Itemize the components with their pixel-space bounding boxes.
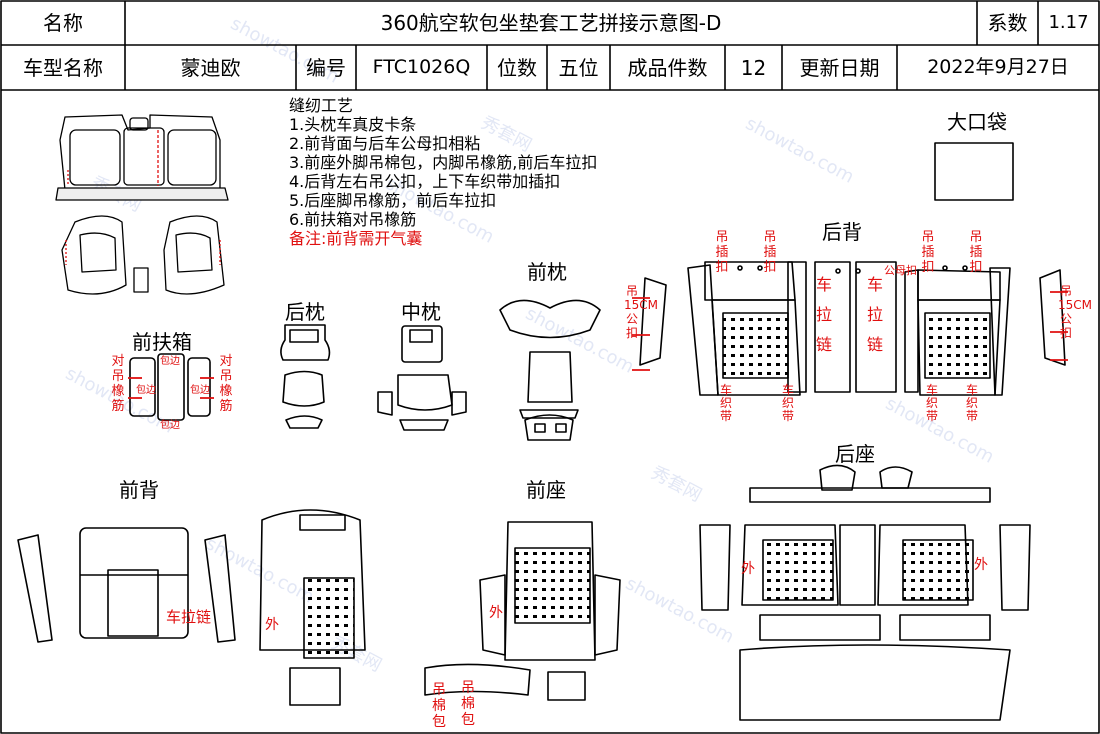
- rear-pillow-pieces: [280, 324, 331, 429]
- label-edge-wrap: 包边: [160, 356, 180, 367]
- label-hang-15cm-right: 吊15CM公扣: [1058, 284, 1093, 340]
- section-front-back: 前背: [119, 478, 159, 502]
- section-front-armrest: 前扶箱: [132, 330, 192, 354]
- label-hang-elastic-right: 对吊橡筋: [219, 354, 233, 414]
- section-front-seat: 前座: [526, 478, 566, 502]
- coef-label: 系数: [987, 11, 1028, 35]
- label-zipper: 车拉链: [866, 275, 883, 354]
- label-zipper: 车拉链: [815, 275, 832, 354]
- pieces-value: 12: [740, 55, 767, 80]
- big-pocket-shape: [934, 142, 1014, 201]
- model-label: 车型名称: [23, 55, 103, 80]
- sewing-notes: 缝纫工艺 1.头枕车真皮卡条 2.前背面与后车公母扣相粘 3.前座外脚吊棉包，内…: [289, 96, 597, 248]
- note-item: 6.前扶箱对吊橡筋: [289, 210, 417, 229]
- hook-arrows: [128, 291, 1068, 399]
- rear-back-pieces: [639, 261, 1066, 396]
- note-item: 4.后背左右吊公扣，上下车织带加插扣: [289, 172, 561, 191]
- model-value: 蒙迪欧: [180, 55, 241, 80]
- label-edge-wrap: 包边: [160, 420, 180, 431]
- label-male-buckle: 公母扣: [884, 264, 917, 277]
- front-pillow-pieces: [499, 299, 601, 441]
- label-hang-insert: 吊插扣: [763, 230, 777, 275]
- label-hang-insert: 吊插扣: [969, 230, 983, 275]
- rear-seat-pieces: [699, 464, 1031, 721]
- front-back-pieces: [17, 509, 366, 706]
- note-item: 3.前座外脚吊棉包，内脚吊橡筋,前后车拉扣: [289, 153, 598, 172]
- label-webbing: 车织带: [781, 383, 794, 423]
- section-rear-pillow: 后枕: [285, 300, 325, 324]
- label-hang-insert: 吊插扣: [715, 230, 729, 275]
- date-value: 2022年9月27日: [927, 56, 1069, 78]
- front-armrest-pieces: [129, 353, 211, 421]
- section-front-pillow: 前枕: [527, 260, 567, 284]
- section-rear-back: 后背: [822, 220, 862, 244]
- front-seat-pieces: [424, 521, 621, 701]
- code-value: FTC1026Q: [372, 56, 471, 78]
- label-edge-wrap: 包边: [190, 385, 210, 396]
- notes-title: 缝纫工艺: [289, 96, 354, 115]
- coef-value: 1.17: [1048, 12, 1089, 33]
- overview-rear-seat: [55, 114, 229, 295]
- seats-label: 位数: [497, 55, 537, 80]
- pieces-label: 成品件数: [627, 55, 708, 80]
- mid-pillow-pieces: [377, 325, 467, 431]
- label-front-back-zipper: 车拉链: [166, 608, 212, 626]
- label-outer: 外: [265, 617, 279, 633]
- label-outer: 外: [741, 561, 755, 577]
- label-hang-insert: 吊插扣: [921, 230, 935, 275]
- label-outer: 外: [489, 605, 503, 621]
- note-item: 5.后座脚吊橡筋，前后车拉扣: [289, 191, 497, 210]
- label-webbing: 车织带: [965, 383, 978, 423]
- label-edge-wrap: 包边: [136, 385, 156, 396]
- label-hang-elastic-left: 对吊橡筋: [111, 354, 125, 414]
- label-hang-cotton: 吊棉包: [432, 682, 446, 730]
- section-mid-pillow: 中枕: [401, 300, 441, 324]
- label-hang-15cm-left: 吊15CM公扣: [624, 284, 659, 340]
- sheet-title: 360航空软包坐垫套工艺拼接示意图-D: [380, 11, 722, 35]
- label-webbing: 车织带: [719, 383, 732, 423]
- label-outer: 外: [974, 557, 988, 573]
- code-label: 编号: [306, 55, 346, 80]
- label-webbing: 车织带: [925, 383, 938, 423]
- seats-value: 五位: [558, 55, 599, 80]
- name-label: 名称: [43, 11, 83, 35]
- date-label: 更新日期: [799, 55, 880, 80]
- section-big-pocket: 大口袋: [947, 110, 1007, 134]
- note-item: 2.前背面与后车公母扣相粘: [289, 134, 481, 153]
- note-item: 1.头枕车真皮卡条: [289, 115, 417, 134]
- section-rear-seat: 后座: [835, 442, 875, 466]
- note-remark: 备注:前背需开气囊: [289, 229, 423, 248]
- label-hang-cotton: 吊棉包: [461, 680, 475, 728]
